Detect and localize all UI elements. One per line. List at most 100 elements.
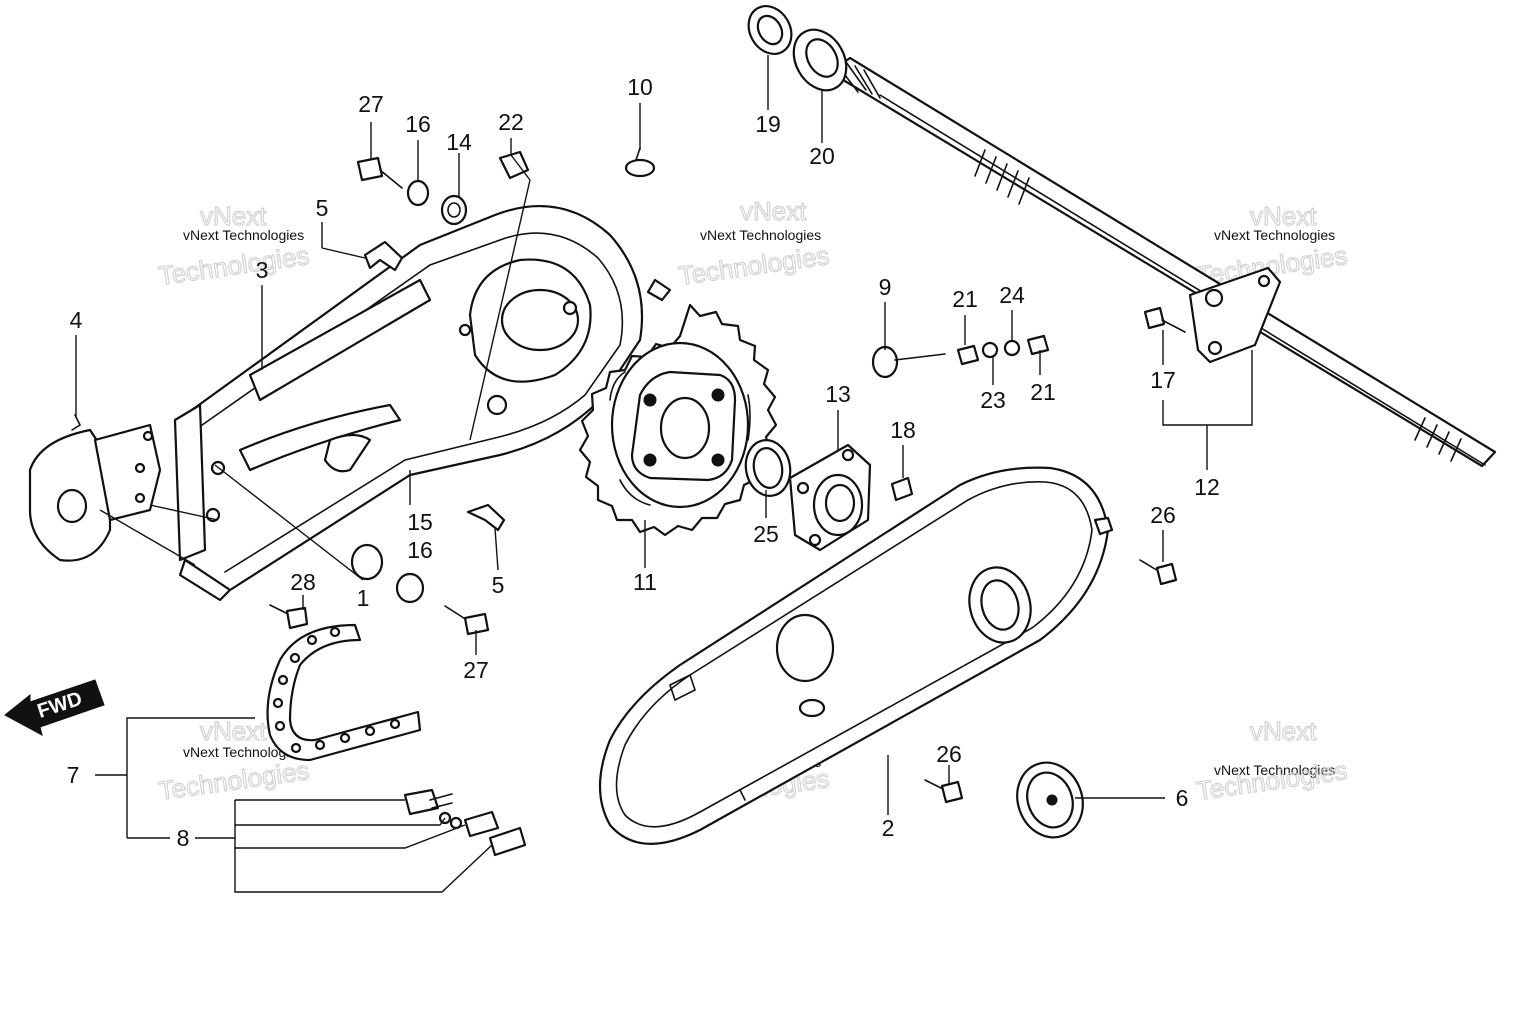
collar-16-top bbox=[406, 179, 430, 207]
rear-axle bbox=[828, 56, 1497, 468]
callout-14: 14 bbox=[446, 129, 472, 155]
cover-sprocket-window bbox=[775, 613, 835, 683]
callout-24: 24 bbox=[999, 282, 1025, 308]
callout-15: 15 bbox=[407, 509, 433, 535]
callout-11: 11 bbox=[633, 569, 657, 595]
watermark-company: vNext Technologies bbox=[183, 744, 304, 760]
callout-1: 1 bbox=[357, 585, 370, 611]
axle-splines-far bbox=[1414, 417, 1462, 462]
callout-6: 6 bbox=[1176, 785, 1189, 811]
hub-hole bbox=[808, 533, 822, 547]
master-link-plate bbox=[403, 788, 440, 816]
watermark-company: vNext Technologies bbox=[1214, 227, 1335, 243]
callout-labels: 27 16 14 22 10 19 20 5 3 4 9 21 24 23 21… bbox=[67, 74, 1220, 851]
watermark-top-left: vNext vNext Technologies Technologies bbox=[156, 200, 312, 291]
callout-26-lower: 26 bbox=[936, 741, 962, 767]
chain-loop bbox=[266, 623, 422, 762]
cover-end-tab bbox=[1093, 516, 1114, 536]
cover-bolt-boss bbox=[798, 698, 826, 718]
chain-case-rear bbox=[173, 205, 672, 602]
driven-sprocket bbox=[578, 303, 778, 537]
sprocket-center-bore bbox=[659, 396, 711, 460]
axle-shaft-edge bbox=[879, 94, 1486, 466]
flange-hole bbox=[1204, 288, 1224, 308]
sprocket-bolt bbox=[711, 388, 725, 402]
callout-8: 8 bbox=[177, 825, 190, 851]
watermark-company: vNext Technologies bbox=[183, 227, 304, 243]
sprocket-hub bbox=[788, 443, 872, 552]
sprocket-cutout bbox=[619, 479, 651, 506]
watermark-bottom-right: vNext vNext Technologies Technologies bbox=[1194, 715, 1350, 806]
callout-22: 22 bbox=[498, 109, 524, 135]
bushing-1 bbox=[350, 543, 384, 581]
callout-28: 28 bbox=[290, 569, 316, 595]
collar-16-lower bbox=[395, 572, 425, 604]
callout-21-left: 21 bbox=[952, 286, 978, 312]
bolt-26-right bbox=[1139, 559, 1178, 586]
sprocket-bolt bbox=[711, 453, 725, 467]
callout-4: 4 bbox=[70, 307, 83, 333]
case-foot bbox=[178, 558, 232, 602]
leader-lines bbox=[75, 55, 1253, 893]
bolt-26-lower bbox=[924, 779, 964, 804]
hub-bore bbox=[824, 483, 856, 523]
callout-19: 19 bbox=[755, 111, 781, 137]
watermark-word: Technologies bbox=[157, 755, 311, 806]
callout-17: 17 bbox=[1150, 367, 1176, 393]
bolt-28 bbox=[269, 604, 309, 630]
drive-sprocket-cover bbox=[1016, 761, 1084, 839]
sprocket-bolt bbox=[643, 393, 657, 407]
bracket-rivet bbox=[134, 462, 146, 474]
callout-2: 2 bbox=[882, 815, 895, 841]
case-end-wall bbox=[173, 403, 207, 562]
hub-hole bbox=[796, 481, 810, 495]
cover-axle-opening-inner bbox=[980, 579, 1020, 631]
callout-5-lower: 5 bbox=[492, 572, 505, 598]
callout-16-lower: 16 bbox=[407, 537, 433, 563]
bracket-7 bbox=[126, 717, 255, 838]
callout-25: 25 bbox=[753, 521, 779, 547]
callout-10: 10 bbox=[627, 74, 653, 100]
callout-3: 3 bbox=[256, 257, 269, 283]
master-link-pin bbox=[431, 802, 453, 809]
bracket-rivet bbox=[134, 492, 146, 504]
watermark-word: Technologies bbox=[157, 240, 311, 291]
washer-24 bbox=[1003, 339, 1021, 357]
washer-23 bbox=[981, 341, 999, 359]
watermark-company: vNext Technologies bbox=[700, 227, 821, 243]
flange-hole bbox=[1257, 274, 1271, 288]
chain-case-bracket bbox=[28, 414, 162, 562]
bracket-12 bbox=[1162, 350, 1253, 426]
watermark-brand: vNext bbox=[740, 196, 807, 226]
clip-5-lower bbox=[466, 503, 506, 532]
callout-9: 9 bbox=[879, 274, 892, 300]
flange-hole bbox=[1207, 340, 1223, 356]
callout-7: 7 bbox=[67, 762, 80, 788]
nut-18 bbox=[890, 476, 914, 502]
case-bearing-bore bbox=[500, 288, 580, 352]
hub-hole bbox=[841, 448, 855, 462]
sprocket-cutout bbox=[609, 371, 626, 401]
bracket-8 bbox=[234, 800, 493, 893]
callout-12: 12 bbox=[1194, 474, 1220, 500]
forward-direction-marker: FWD bbox=[4, 679, 105, 736]
callout-21-right: 21 bbox=[1030, 379, 1056, 405]
rubber-bushing-14 bbox=[440, 194, 468, 226]
oil-seal-19 bbox=[747, 5, 793, 55]
nut-21-left bbox=[956, 344, 980, 366]
bolt-27-lower bbox=[444, 605, 490, 636]
callout-16: 16 bbox=[405, 111, 431, 137]
callout-20: 20 bbox=[809, 143, 835, 169]
cover-inner-rim bbox=[615, 481, 1093, 828]
axle-splines-middle bbox=[974, 149, 1030, 205]
watermark-brand: vNext bbox=[1250, 201, 1317, 231]
case-guide-block bbox=[323, 433, 372, 473]
bracket-rivet bbox=[142, 430, 154, 442]
nut-22 bbox=[498, 150, 530, 180]
sprocket-bolt bbox=[643, 453, 657, 467]
case-tab bbox=[646, 278, 672, 302]
master-link-pin bbox=[429, 793, 453, 801]
case-bolt-hole bbox=[562, 300, 578, 316]
watermark-company: vNext Technologies bbox=[1214, 762, 1335, 778]
